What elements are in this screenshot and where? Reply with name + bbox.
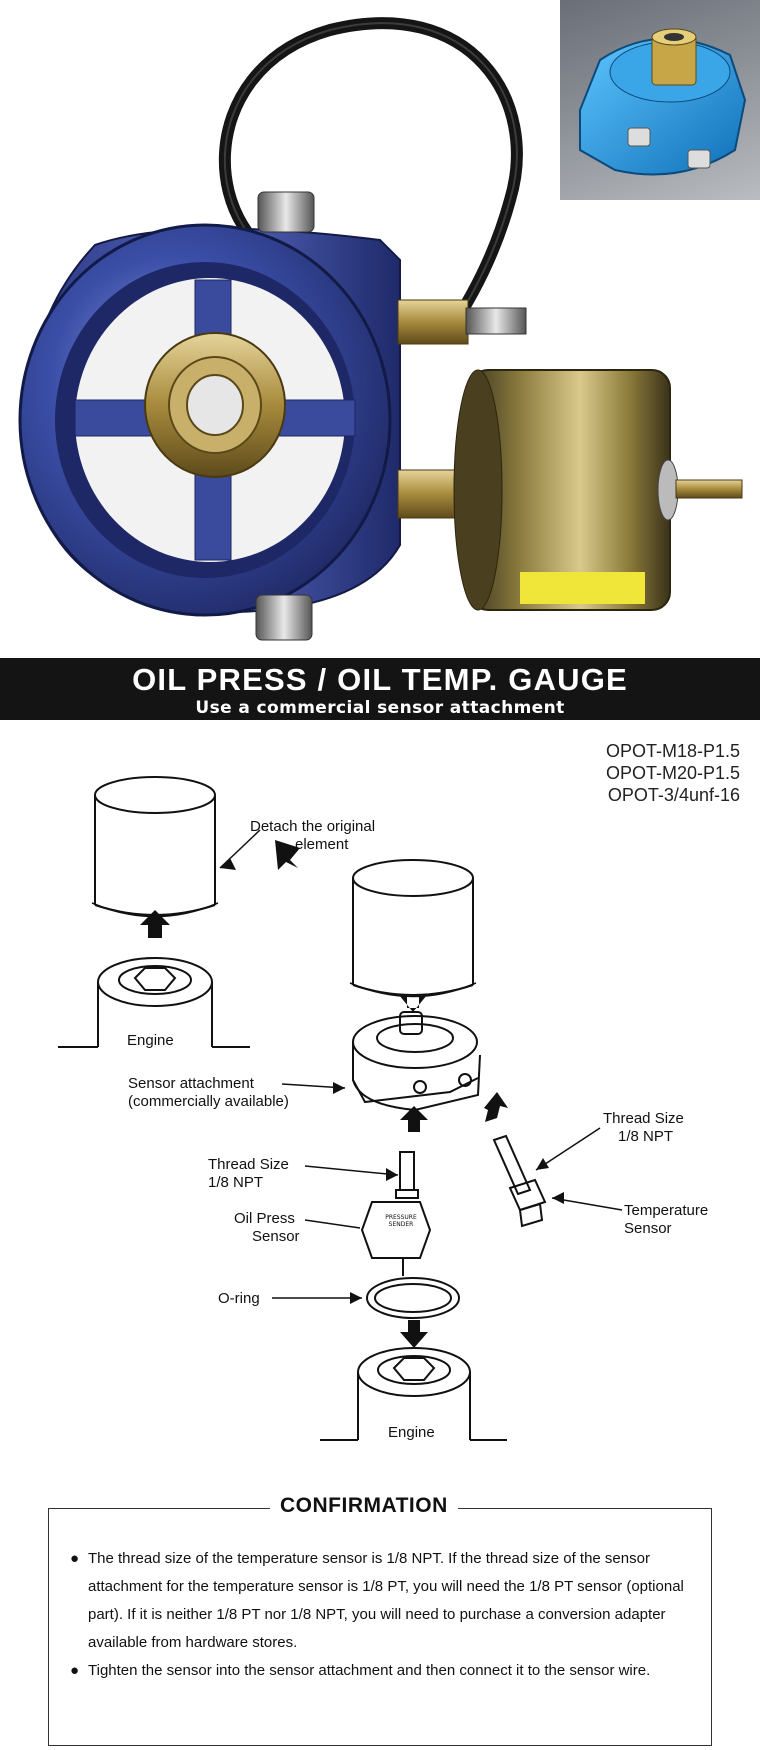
label-engine-right: Engine [388, 1424, 435, 1441]
label-sensor-attachment-line2: (commercially available) [128, 1093, 289, 1110]
label-detach-line2: element [295, 836, 349, 853]
model-number: OPOT-M20-P1.5 [605, 763, 740, 783]
model-number: OPOT-3/4unf-16 [607, 785, 740, 805]
bullet-icon: ● [70, 1550, 80, 1567]
label-oil-press-line1: Oil Press [234, 1210, 295, 1227]
pressure-sender-text: SENDER [388, 1221, 414, 1228]
model-numbers: OPOT-M18-P1.5 OPOT-M20-P1.5 OPOT-3/4unf-… [606, 740, 740, 806]
confirmation-title: CONFIRMATION [270, 1494, 458, 1518]
label-detach-line1: Detach the original [250, 818, 376, 835]
banner-title: OIL PRESS / OIL TEMP. GAUGE [132, 662, 628, 697]
installation-diagram: Detach the original element Engine Senso… [0, 720, 760, 1460]
title-banner: OIL PRESS / OIL TEMP. GAUGE Use a commer… [0, 658, 760, 720]
label-thread-right-line1: Thread Size [603, 1110, 684, 1127]
label-oil-press-line2: Sensor [252, 1228, 300, 1245]
oil-gauge-kit-illustration [18, 17, 743, 641]
inset-photo-sensor-attachment [560, 0, 760, 200]
confirmation-item: ● The thread size of the temperature sen… [70, 1545, 700, 1657]
label-sensor-attachment-line1: Sensor attachment [128, 1075, 254, 1092]
label-thread-left-line2: 1/8 NPT [208, 1174, 264, 1191]
confirmation-item-text: The thread size of the temperature senso… [88, 1550, 684, 1651]
confirmation-item-text: Tighten the sensor into the sensor attac… [88, 1662, 651, 1679]
banner-subtitle: Use a commercial sensor attachment [195, 698, 565, 718]
pressure-sender-text: PRESSURE [385, 1214, 417, 1221]
model-number: OPOT-M18-P1.5 [605, 741, 740, 761]
label-thread-right-line2: 1/8 NPT [618, 1128, 674, 1145]
bullet-icon: ● [70, 1662, 80, 1679]
diagram-line-art [58, 776, 623, 1441]
label-temperature-line2: Sensor [624, 1220, 672, 1237]
pressure-sender-label: PRESSURE SENDER [372, 1214, 430, 1228]
confirmation-list: ● The thread size of the temperature sen… [70, 1545, 700, 1685]
label-oring: O-ring [218, 1290, 260, 1307]
blue-attachment-illustration [579, 28, 747, 176]
label-thread-left-line1: Thread Size [208, 1156, 289, 1173]
label-temperature-line1: Temperature [624, 1202, 709, 1219]
confirmation-item: ● Tighten the sensor into the sensor att… [70, 1657, 700, 1685]
label-engine-left: Engine [127, 1032, 174, 1049]
